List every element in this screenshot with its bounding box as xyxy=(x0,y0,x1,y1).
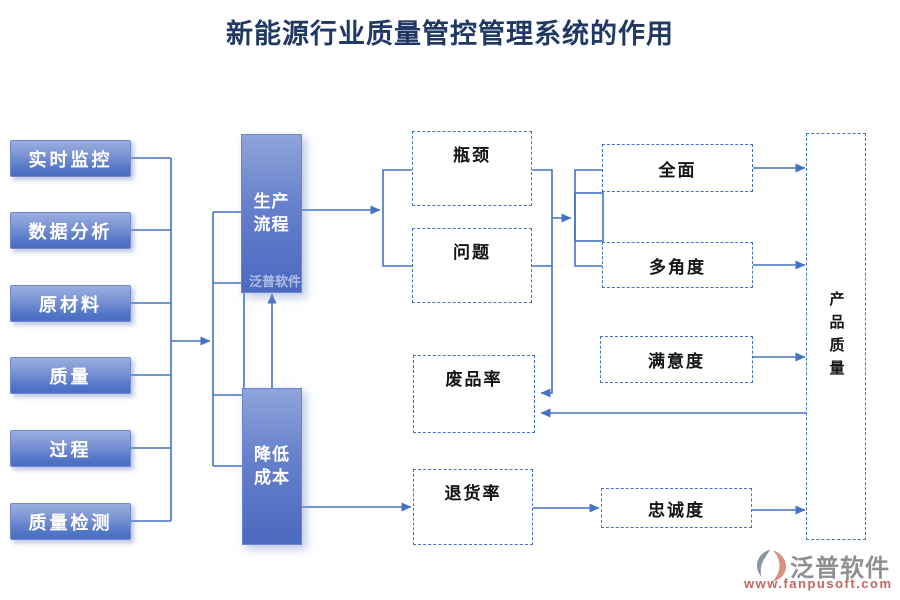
node-label: 全面 xyxy=(658,160,697,180)
node-label: 质量 xyxy=(49,366,92,387)
node-raw-material: 原材料 xyxy=(10,285,131,322)
node-realtime-monitoring: 实时监控 xyxy=(10,140,131,177)
node-comprehensive: 全面 xyxy=(602,144,753,192)
node-label: 瓶颈 xyxy=(453,146,491,165)
node-loyalty: 忠诚度 xyxy=(601,488,752,528)
node-label: 原材料 xyxy=(39,294,102,315)
node-scrap-rate: 废品率 xyxy=(413,355,535,433)
node-label: 实时监控 xyxy=(28,149,113,170)
node-quality-inspection: 质量检测 xyxy=(10,503,131,540)
node-process: 过程 xyxy=(10,430,131,467)
watermark-logo-icon xyxy=(245,280,247,283)
node-label: 满意度 xyxy=(648,352,705,371)
node-return-rate: 退货率 xyxy=(413,469,533,545)
node-label: 数据分析 xyxy=(28,221,113,242)
node-product-quality: 产品质量 xyxy=(806,133,866,540)
node-problem: 问题 xyxy=(412,228,532,303)
watermark: 泛普软件 xyxy=(245,273,301,290)
node-label: 多角度 xyxy=(649,257,706,277)
node-data-analysis: 数据分析 xyxy=(10,212,131,249)
node-production-flow: 生产流程 泛普软件 xyxy=(241,134,302,293)
node-label: 质量检测 xyxy=(28,512,113,533)
node-label: 忠诚度 xyxy=(648,500,705,520)
watermark-text: 泛普软件 xyxy=(248,273,301,289)
node-label: 废品率 xyxy=(445,370,503,389)
brand-name: 泛普软件 xyxy=(790,555,890,582)
brand-logo-icon xyxy=(757,549,787,582)
page-title: 新能源行业质量管控管理系统的作用 xyxy=(226,19,674,49)
node-label: 产品质量 xyxy=(827,290,844,383)
brand-url: www.fanpusoft.com xyxy=(744,576,893,591)
node-quality: 质量 xyxy=(10,357,131,394)
node-label: 问题 xyxy=(453,243,491,262)
node-bottleneck: 瓶颈 xyxy=(412,131,532,206)
node-cost-reduction: 降低成本 xyxy=(242,388,302,545)
node-label: 降低成本 xyxy=(254,444,290,487)
node-label: 退货率 xyxy=(444,484,502,503)
node-multi-angle: 多角度 xyxy=(602,242,753,288)
node-label: 生产流程 xyxy=(253,191,290,234)
node-satisfaction: 满意度 xyxy=(600,336,753,383)
node-label: 过程 xyxy=(49,439,92,460)
